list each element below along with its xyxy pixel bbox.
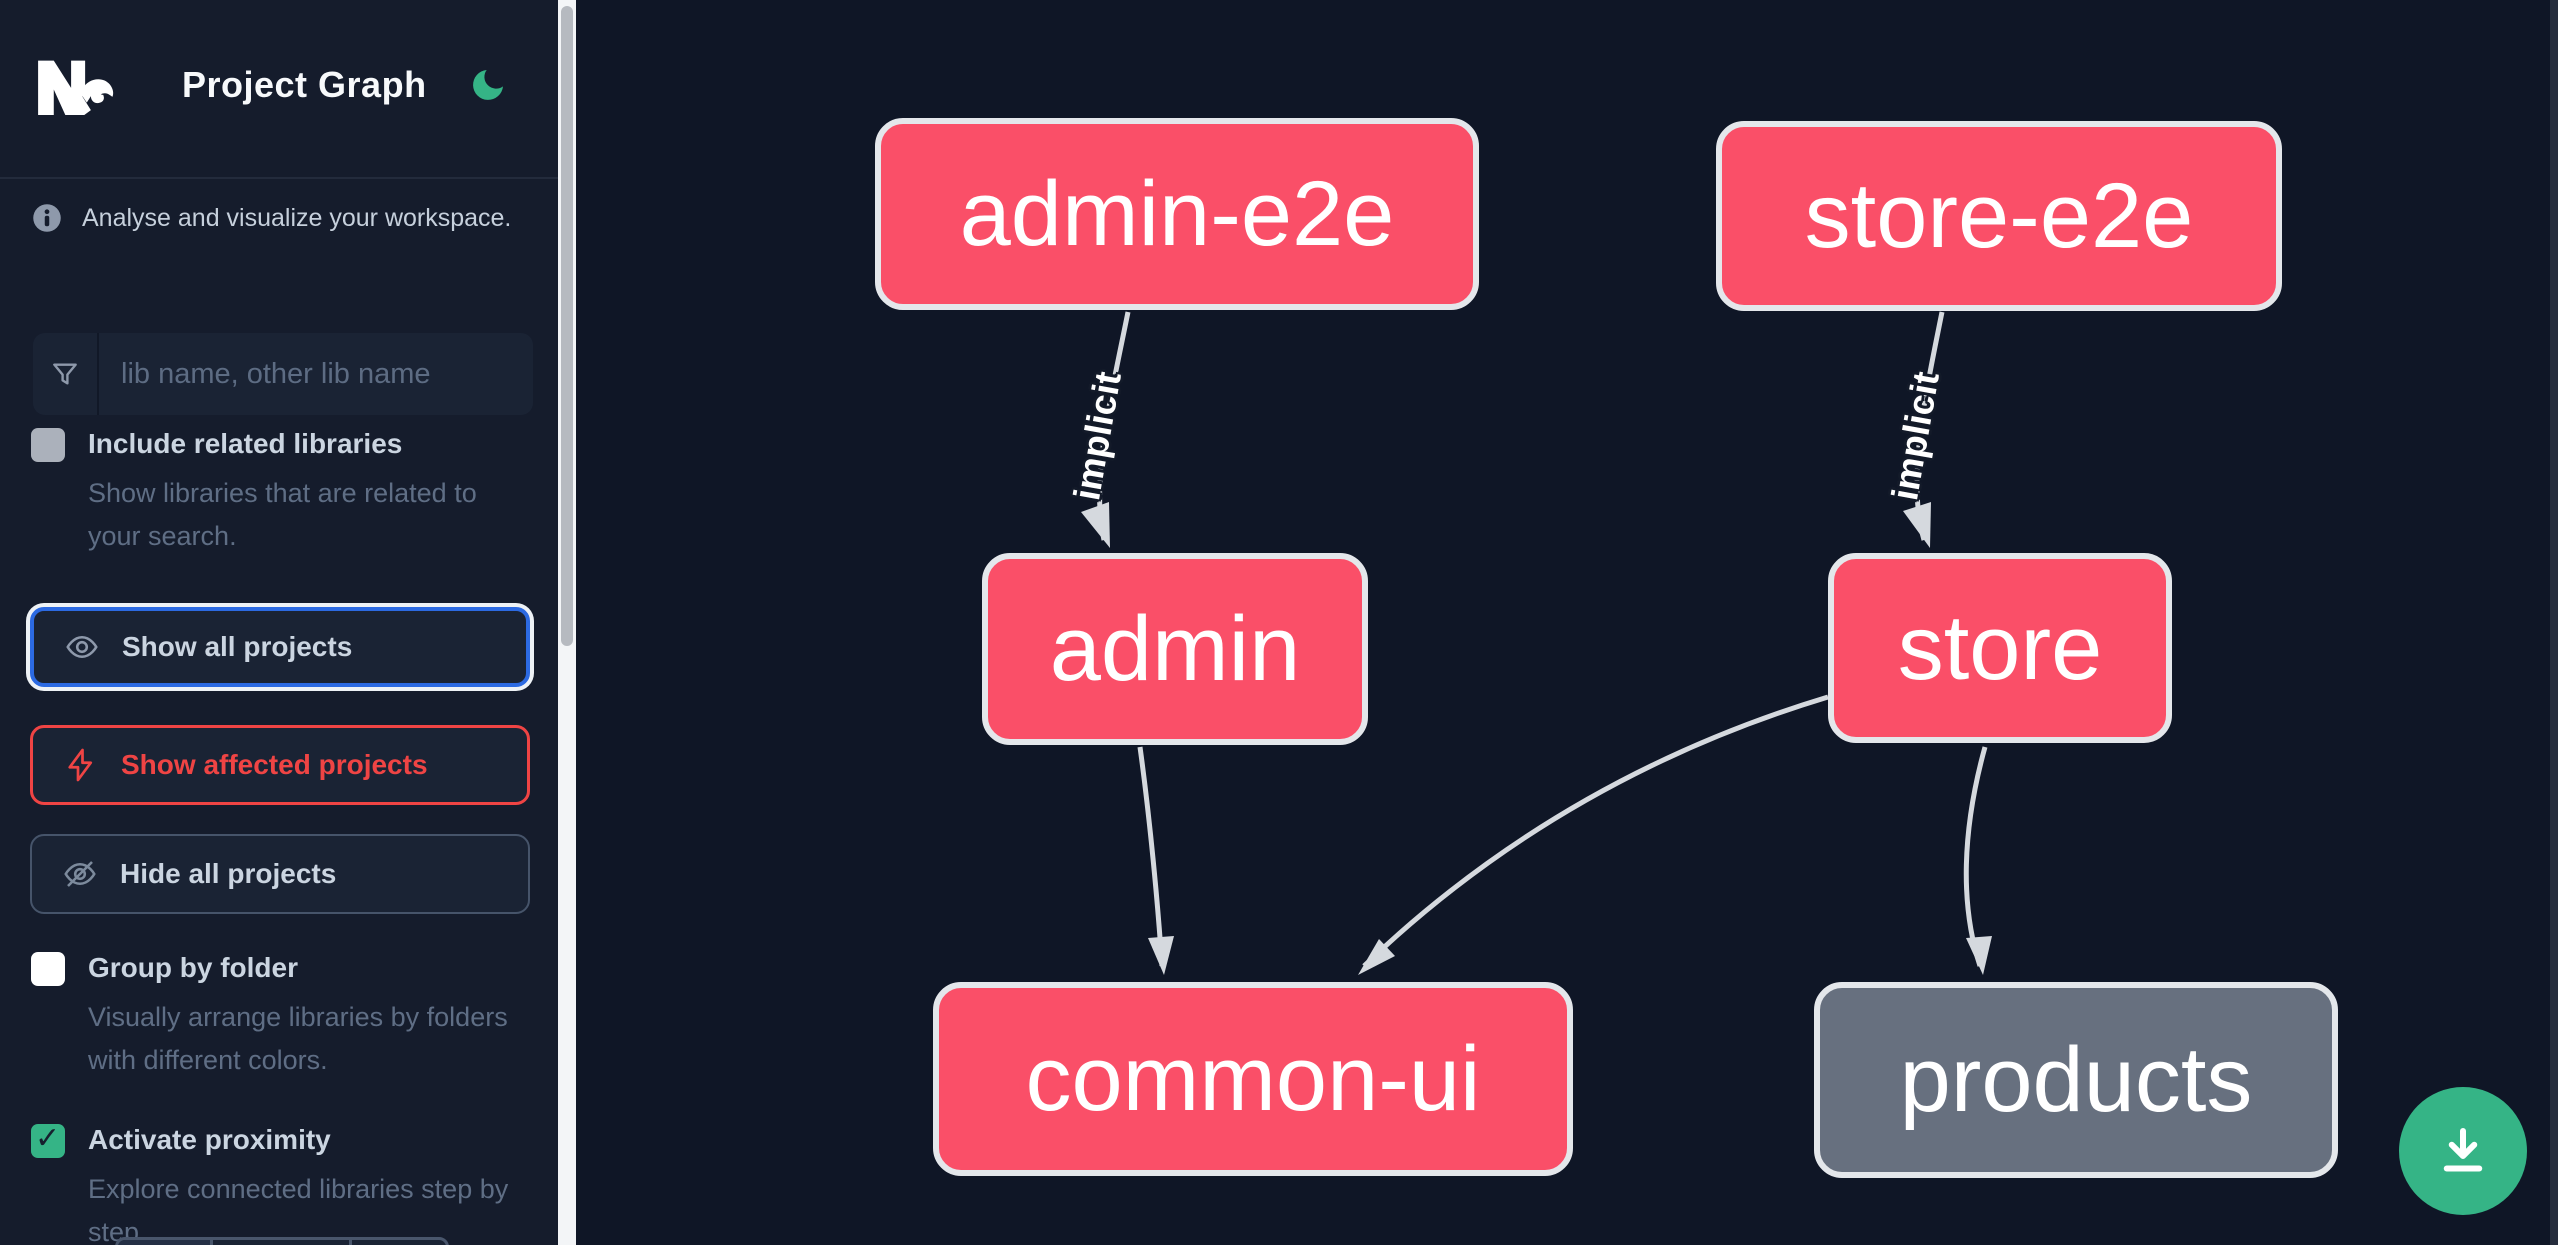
graph-node-admin[interactable]: admin — [982, 553, 1368, 745]
show-all-projects-button[interactable]: Show all projects — [30, 607, 530, 687]
sidebar-scrollbar[interactable] — [558, 0, 576, 1245]
button-label: Show all projects — [122, 631, 353, 662]
theme-toggle-button[interactable] — [464, 62, 512, 110]
node-label: admin — [1049, 597, 1301, 700]
checkbox-include-related[interactable] — [31, 428, 65, 462]
download-icon — [2443, 1128, 2483, 1172]
page-scrollbar[interactable] — [2550, 0, 2558, 1245]
page-title: Project Graph — [182, 64, 427, 105]
node-label: products — [1899, 1028, 2253, 1131]
button-label: Show affected projects — [121, 749, 428, 780]
node-label: admin-e2e — [959, 162, 1395, 265]
button-label: Hide all projects — [120, 858, 337, 889]
option-description: Show libraries that are related to your … — [88, 478, 477, 552]
node-label: store-e2e — [1804, 164, 2194, 267]
filter-icon — [33, 333, 99, 415]
proximity-depth-control[interactable] — [115, 1237, 449, 1245]
bolt-icon — [68, 748, 93, 782]
graph-node-common-ui[interactable]: common-ui — [933, 982, 1573, 1176]
checkbox-group-by-folder[interactable] — [31, 952, 65, 986]
show-affected-projects-button[interactable]: Show affected projects — [30, 725, 530, 805]
search-box — [33, 333, 533, 415]
eye-off-icon — [64, 861, 96, 887]
eye-icon — [66, 635, 98, 659]
depth-value-segment — [213, 1240, 352, 1245]
hide-all-projects-button[interactable]: Hide all projects — [30, 834, 530, 914]
graph-node-store[interactable]: store — [1828, 553, 2172, 743]
moon-icon — [473, 69, 503, 100]
sidebar: Project Graph Analyse and visualize your… — [0, 0, 558, 1245]
graph-node-admin-e2e[interactable]: admin-e2e — [875, 118, 1479, 310]
depth-increment-segment[interactable] — [352, 1240, 446, 1245]
graph-node-store-e2e[interactable]: store-e2e — [1716, 121, 2282, 311]
checkbox-activate-proximity[interactable] — [31, 1121, 65, 1158]
option-description: Explore connected libraries step by step… — [88, 1174, 509, 1245]
search-input[interactable] — [99, 333, 533, 415]
sidebar-header: Project Graph — [0, 0, 558, 179]
workspace-tagline-row: Analyse and visualize your workspace. — [32, 203, 511, 233]
option-label: Include related libraries — [88, 428, 403, 459]
sidebar-scrollbar-thumb[interactable] — [561, 6, 573, 646]
option-label: Activate proximity — [88, 1124, 331, 1155]
option-label: Group by folder — [88, 952, 298, 983]
graph-node-products[interactable]: products — [1814, 982, 2338, 1178]
option-description: Visually arrange libraries by folders wi… — [88, 1002, 508, 1076]
node-label: store — [1897, 596, 2103, 699]
node-label: common-ui — [1025, 1027, 1481, 1130]
download-image-button[interactable] — [2399, 1087, 2527, 1215]
workspace-tagline: Analyse and visualize your workspace. — [82, 203, 512, 232]
depth-decrement-segment[interactable] — [118, 1240, 213, 1245]
nx-logo — [38, 60, 114, 116]
info-icon — [33, 204, 61, 232]
